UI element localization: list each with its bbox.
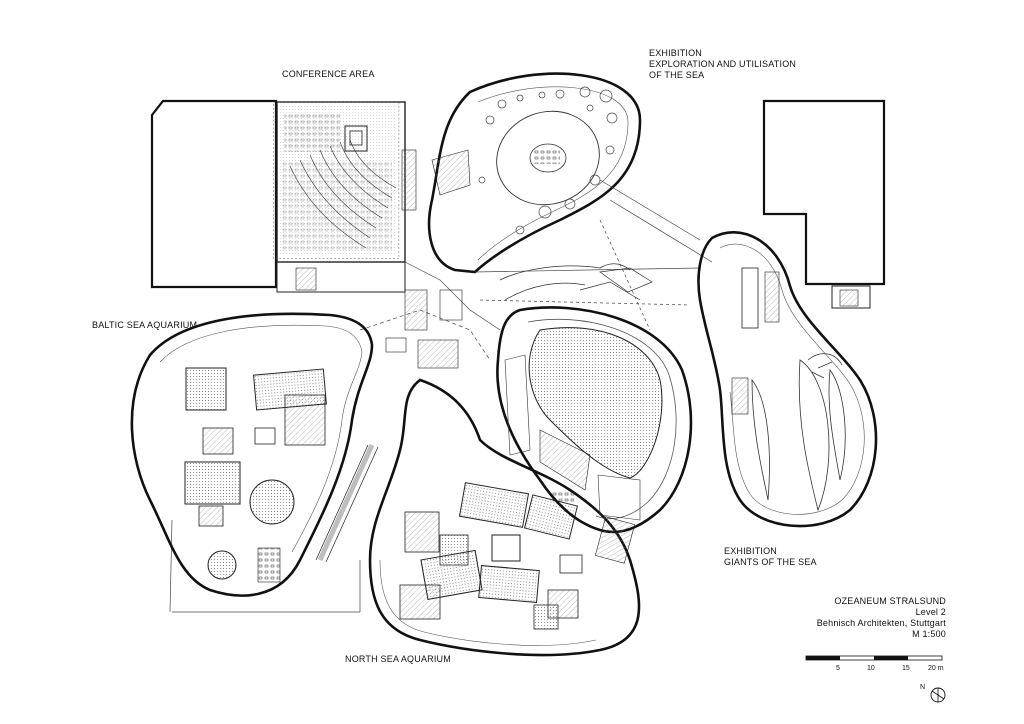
scale-bar — [805, 655, 943, 661]
north-sea-aquarium-plan — [315, 378, 641, 657]
label-exhibition-giants: EXHIBITION GIANTS OF THE SEA — [724, 546, 817, 568]
scale-tick-20m: 20 m — [928, 665, 944, 672]
architect-label: Behnisch Architekten, Stuttgart — [816, 618, 946, 628]
scale-tick-10: 10 — [867, 665, 875, 672]
scale-tick-5: 5 — [836, 665, 840, 672]
scale-tick-15: 15 — [902, 665, 910, 672]
adjacent-building-right — [762, 99, 886, 286]
scale-label: M 1:500 — [912, 629, 946, 639]
label-line: GIANTS OF THE SEA — [724, 557, 817, 567]
label-line: EXHIBITION — [724, 546, 778, 556]
project-name: OZEANEUM STRALSUND — [834, 596, 946, 606]
baltic-sea-aquarium-plan — [130, 312, 374, 597]
north-label: N — [920, 684, 926, 691]
label-line: EXPLORATION AND UTILISATION — [649, 59, 797, 69]
giants-of-the-sea-plan — [697, 230, 878, 528]
title-block: OZEANEUM STRALSUND Level 2 Behnisch Arch… — [817, 596, 946, 640]
exploration-exhibition-plan — [427, 72, 642, 274]
label-line: EXHIBITION — [649, 48, 703, 58]
label-exhibition-exploration: EXHIBITION EXPLORATION AND UTILISATION O… — [649, 48, 796, 81]
label-baltic-sea-aquarium: BALTIC SEA AQUARIUM — [92, 320, 198, 330]
level-label: Level 2 — [915, 607, 946, 617]
north-arrow-icon — [930, 687, 946, 703]
label-north-sea-aquarium: NORTH SEA AQUARIUM — [345, 654, 451, 664]
adjacent-building-left — [150, 99, 278, 289]
label-line: OF THE SEA — [649, 70, 705, 80]
central-oval-tank — [496, 306, 693, 564]
label-conference-area: CONFERENCE AREA — [282, 69, 375, 79]
conference-area-plan — [273, 101, 417, 293]
central-foyer — [169, 179, 713, 613]
